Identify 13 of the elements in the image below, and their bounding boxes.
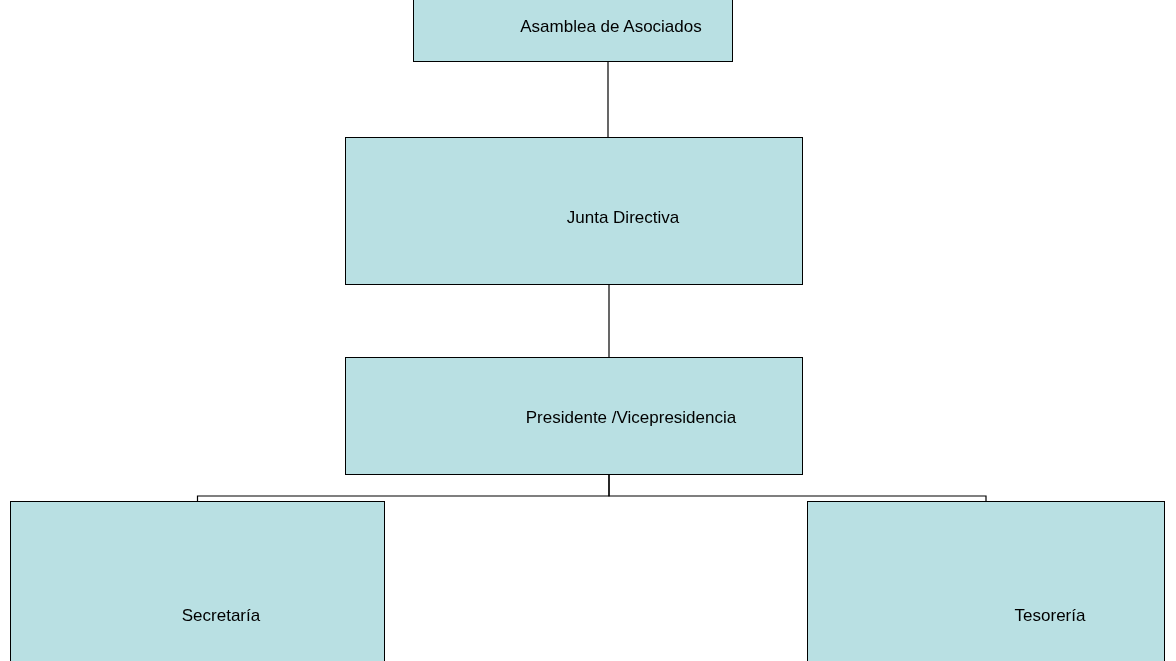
connector-line — [607, 61, 609, 138]
org-box — [345, 137, 803, 285]
org-box — [413, 0, 733, 62]
box-label: Presidente /Vicepresidencia — [525, 408, 737, 428]
org-box — [345, 357, 803, 475]
box-label: Secretaría — [181, 606, 261, 626]
connector-line — [608, 474, 987, 502]
org-box — [807, 501, 1165, 661]
box-label: Asamblea de Asociados — [520, 17, 702, 37]
box-label: Junta Directiva — [566, 208, 680, 228]
box-label: Tesorería — [1014, 606, 1086, 626]
org-box — [10, 501, 385, 661]
connector-line — [608, 284, 610, 358]
